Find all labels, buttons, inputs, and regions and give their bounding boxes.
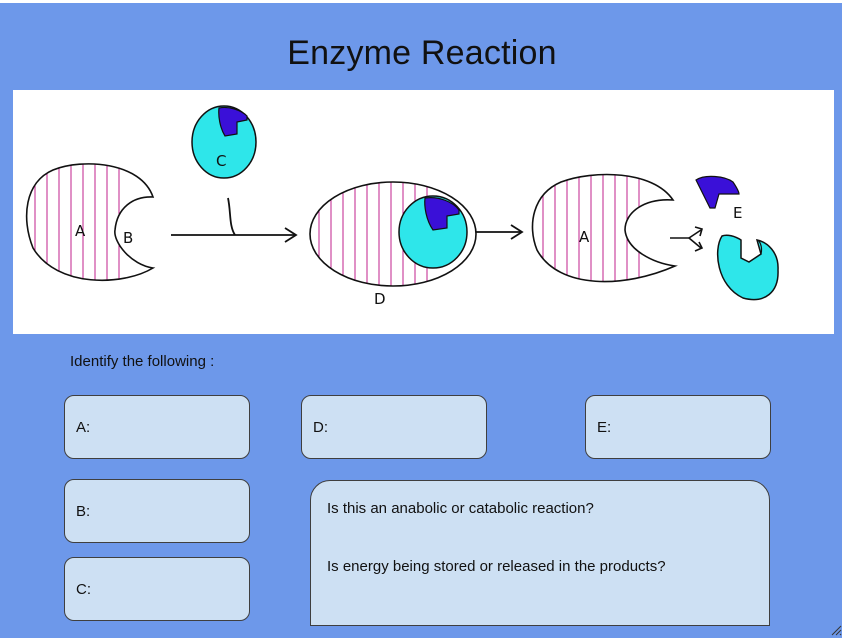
enzyme-substrate-complex-d	[309, 181, 477, 287]
resize-handle-icon[interactable]	[830, 624, 842, 636]
answer-box-c[interactable]: C:	[64, 557, 250, 621]
question-box[interactable]: Is this an anabolic or catabolic reactio…	[310, 480, 770, 626]
instruction-text: Identify the following :	[70, 353, 215, 370]
reaction-arrow-2	[476, 224, 524, 240]
question-energy: Is energy being stored or released in th…	[327, 558, 666, 575]
answer-label-c: C:	[76, 580, 91, 598]
answer-label-e: E:	[597, 418, 612, 436]
answer-box-e[interactable]: E:	[585, 395, 771, 459]
split-arrow	[670, 226, 704, 252]
label-a: A	[75, 222, 86, 240]
enzyme-diagram: A B C	[13, 90, 834, 334]
enzyme-shape-a-released	[531, 173, 678, 283]
label-d: D	[374, 290, 386, 308]
question-reaction-type: Is this an anabolic or catabolic reactio…	[327, 500, 594, 517]
label-b: B	[123, 229, 133, 247]
label-c: C	[216, 152, 226, 170]
answer-box-d[interactable]: D:	[301, 395, 487, 459]
substrate-c	[191, 105, 257, 179]
enzyme-shape-a	[25, 163, 156, 281]
answer-label-a: A:	[76, 418, 91, 436]
answer-box-b[interactable]: B:	[64, 479, 250, 543]
product-cyan-piece	[716, 234, 779, 301]
product-e	[695, 175, 740, 209]
page-title: Enzyme Reaction	[287, 34, 557, 72]
label-e: E	[733, 204, 742, 222]
answer-label-b: B:	[76, 502, 91, 520]
label-a-released: A	[579, 228, 590, 246]
answer-box-a[interactable]: A:	[64, 395, 250, 459]
answer-label-d: D:	[313, 418, 328, 436]
reaction-arrow-1	[171, 197, 298, 243]
